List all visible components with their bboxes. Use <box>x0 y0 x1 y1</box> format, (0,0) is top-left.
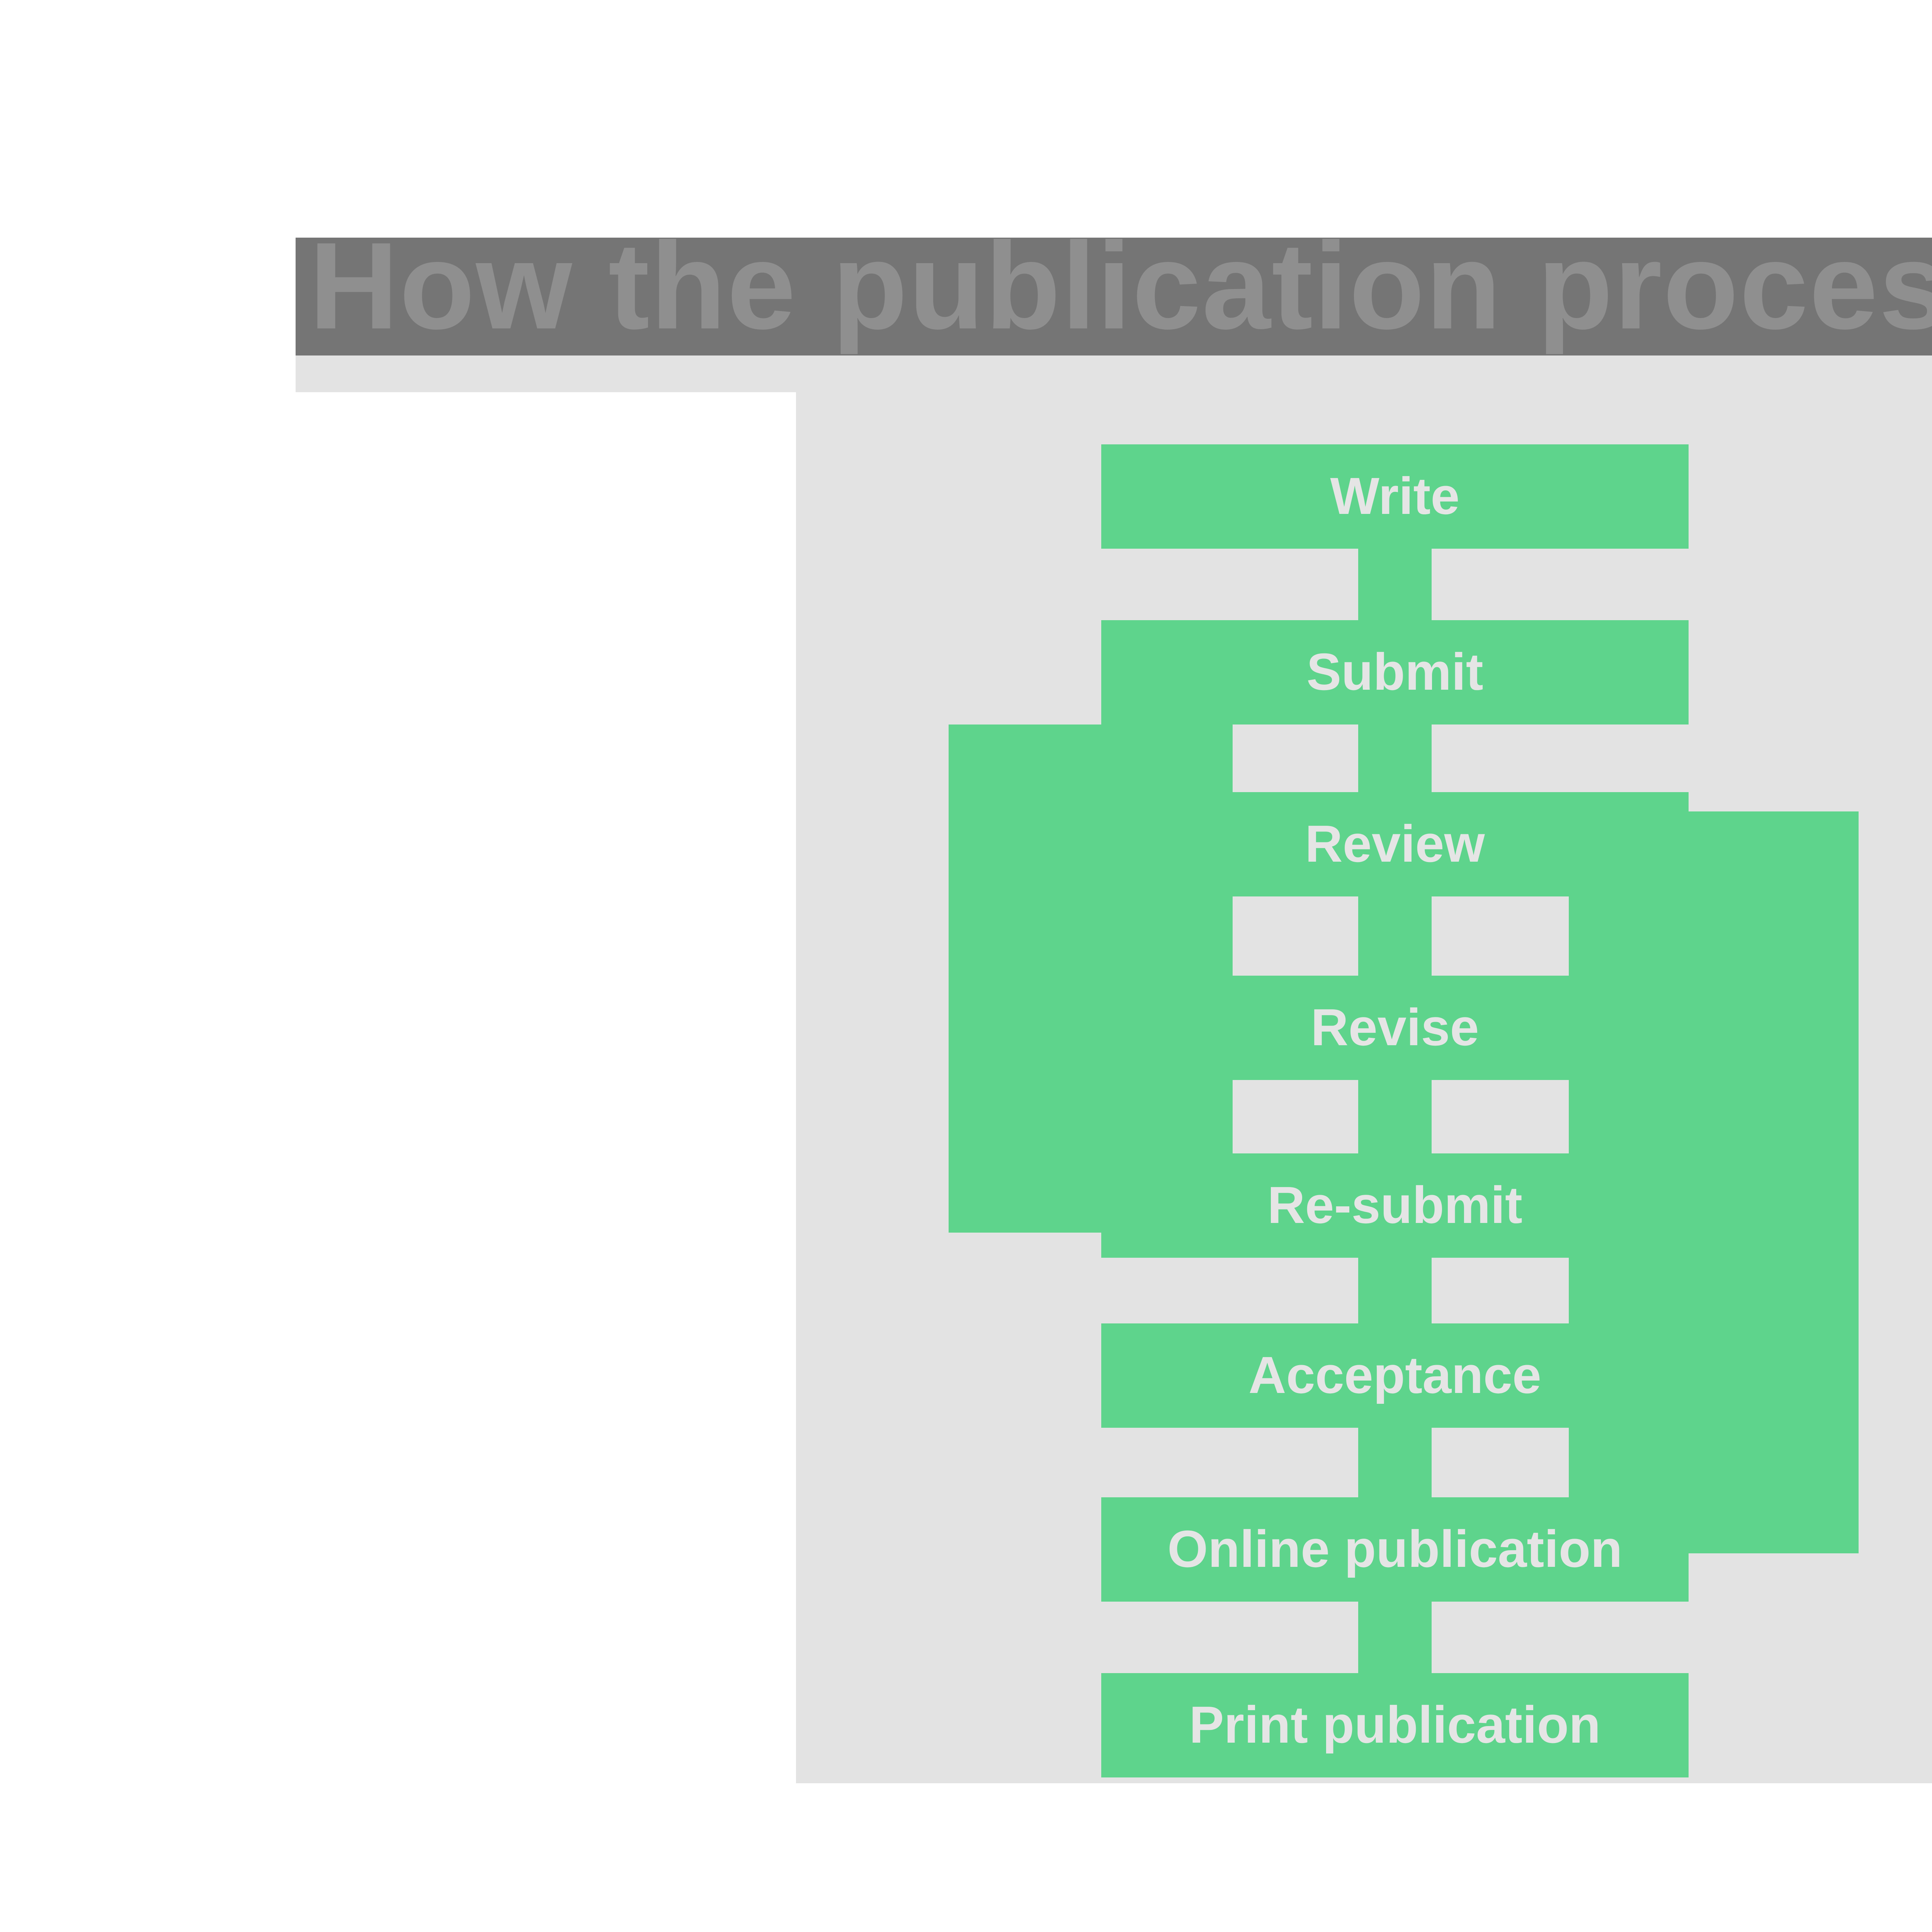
flow-step-label: Print publication <box>1189 1695 1601 1753</box>
page-title: How the publication process works <box>309 238 1932 355</box>
connector-revise-resubmit <box>1358 1080 1432 1153</box>
flow-step-revise: Revise <box>1101 976 1689 1080</box>
flow-step-review: Review <box>1101 792 1689 896</box>
connector-resubmit-acceptance <box>1358 1258 1432 1323</box>
connector-write-submit <box>1358 549 1432 620</box>
flow-step-label: Submit <box>1306 642 1483 701</box>
flow-step-acceptance: Acceptance <box>1101 1323 1689 1428</box>
flow-step-write: Write <box>1101 444 1689 549</box>
flow-step-submit: Submit <box>1101 620 1689 724</box>
connector-submit-review <box>1358 724 1432 792</box>
flow-step-label: Online publication <box>1167 1519 1622 1578</box>
flow-step-label: Acceptance <box>1248 1345 1541 1404</box>
flow-step-online-publication: Online publication <box>1101 1497 1689 1602</box>
flow-step-label: Review <box>1305 814 1485 872</box>
flow-step-label: Revise <box>1311 998 1479 1056</box>
flow-step-label: Write <box>1330 466 1460 525</box>
flow-step-print-publication: Print publication <box>1101 1673 1689 1777</box>
connector-online-print <box>1358 1602 1432 1673</box>
flow-step-label: Re-submit <box>1267 1175 1522 1234</box>
connector-acceptance-online <box>1358 1428 1432 1497</box>
flow-step-resubmit: Re-submit <box>1101 1153 1689 1258</box>
title-bar: How the publication process works <box>296 238 1932 355</box>
connector-review-revise <box>1358 896 1432 976</box>
